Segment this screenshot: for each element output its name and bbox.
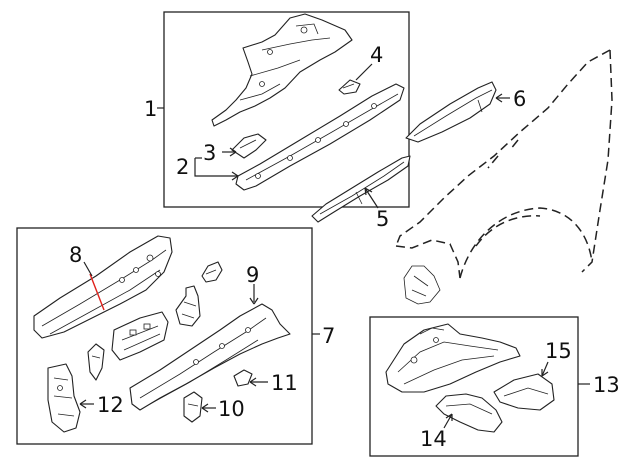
part-14-bracket <box>435 393 503 433</box>
callout-8: 8 <box>69 243 82 267</box>
part-6-upper-rail <box>405 81 497 143</box>
callout-4: 4 <box>370 43 383 67</box>
part-12-bracket <box>47 363 81 433</box>
part-15-bracket <box>493 373 555 411</box>
cut-line-marker <box>89 273 105 311</box>
callout-5: 5 <box>376 207 389 231</box>
group-box-1-frame <box>163 11 410 208</box>
vertical-bracket <box>175 285 201 327</box>
group-box-7-frame <box>16 227 313 445</box>
group-box-13-frame <box>369 316 579 457</box>
floor-member-assembly <box>385 323 521 393</box>
group-box-1: 1 4 3 <box>144 11 410 208</box>
part-9-rail-assembly <box>129 303 291 411</box>
part-4-clip <box>338 79 361 95</box>
part-8-front-rail <box>33 235 173 339</box>
apron-bracket-part <box>211 13 353 127</box>
small-clip <box>201 261 223 283</box>
callout-11: 11 <box>271 371 298 395</box>
callout-6: 6 <box>513 87 526 111</box>
callout-3: 3 <box>203 141 216 165</box>
small-tab-part <box>87 343 105 381</box>
callout-10: 10 <box>218 397 245 421</box>
callout-9: 9 <box>246 263 259 287</box>
callout-14: 14 <box>420 427 447 451</box>
fender-outline <box>395 49 613 305</box>
group-box-7: 7 8 <box>16 227 335 445</box>
inner-reinforcement <box>111 311 169 361</box>
callout-2: 2 <box>176 155 189 179</box>
callout-12: 12 <box>97 393 124 417</box>
part-10-bracket <box>183 391 203 423</box>
part-5-lower-rail <box>311 155 411 223</box>
group-box-13: 13 15 14 <box>369 316 620 457</box>
callout-7: 7 <box>322 324 335 348</box>
callout-1: 1 <box>144 97 157 121</box>
part-2-rail <box>235 83 405 191</box>
callout-15: 15 <box>545 339 572 363</box>
part-3-bracket <box>231 133 267 159</box>
callout-13: 13 <box>593 373 620 397</box>
part-11-clip <box>233 369 253 387</box>
